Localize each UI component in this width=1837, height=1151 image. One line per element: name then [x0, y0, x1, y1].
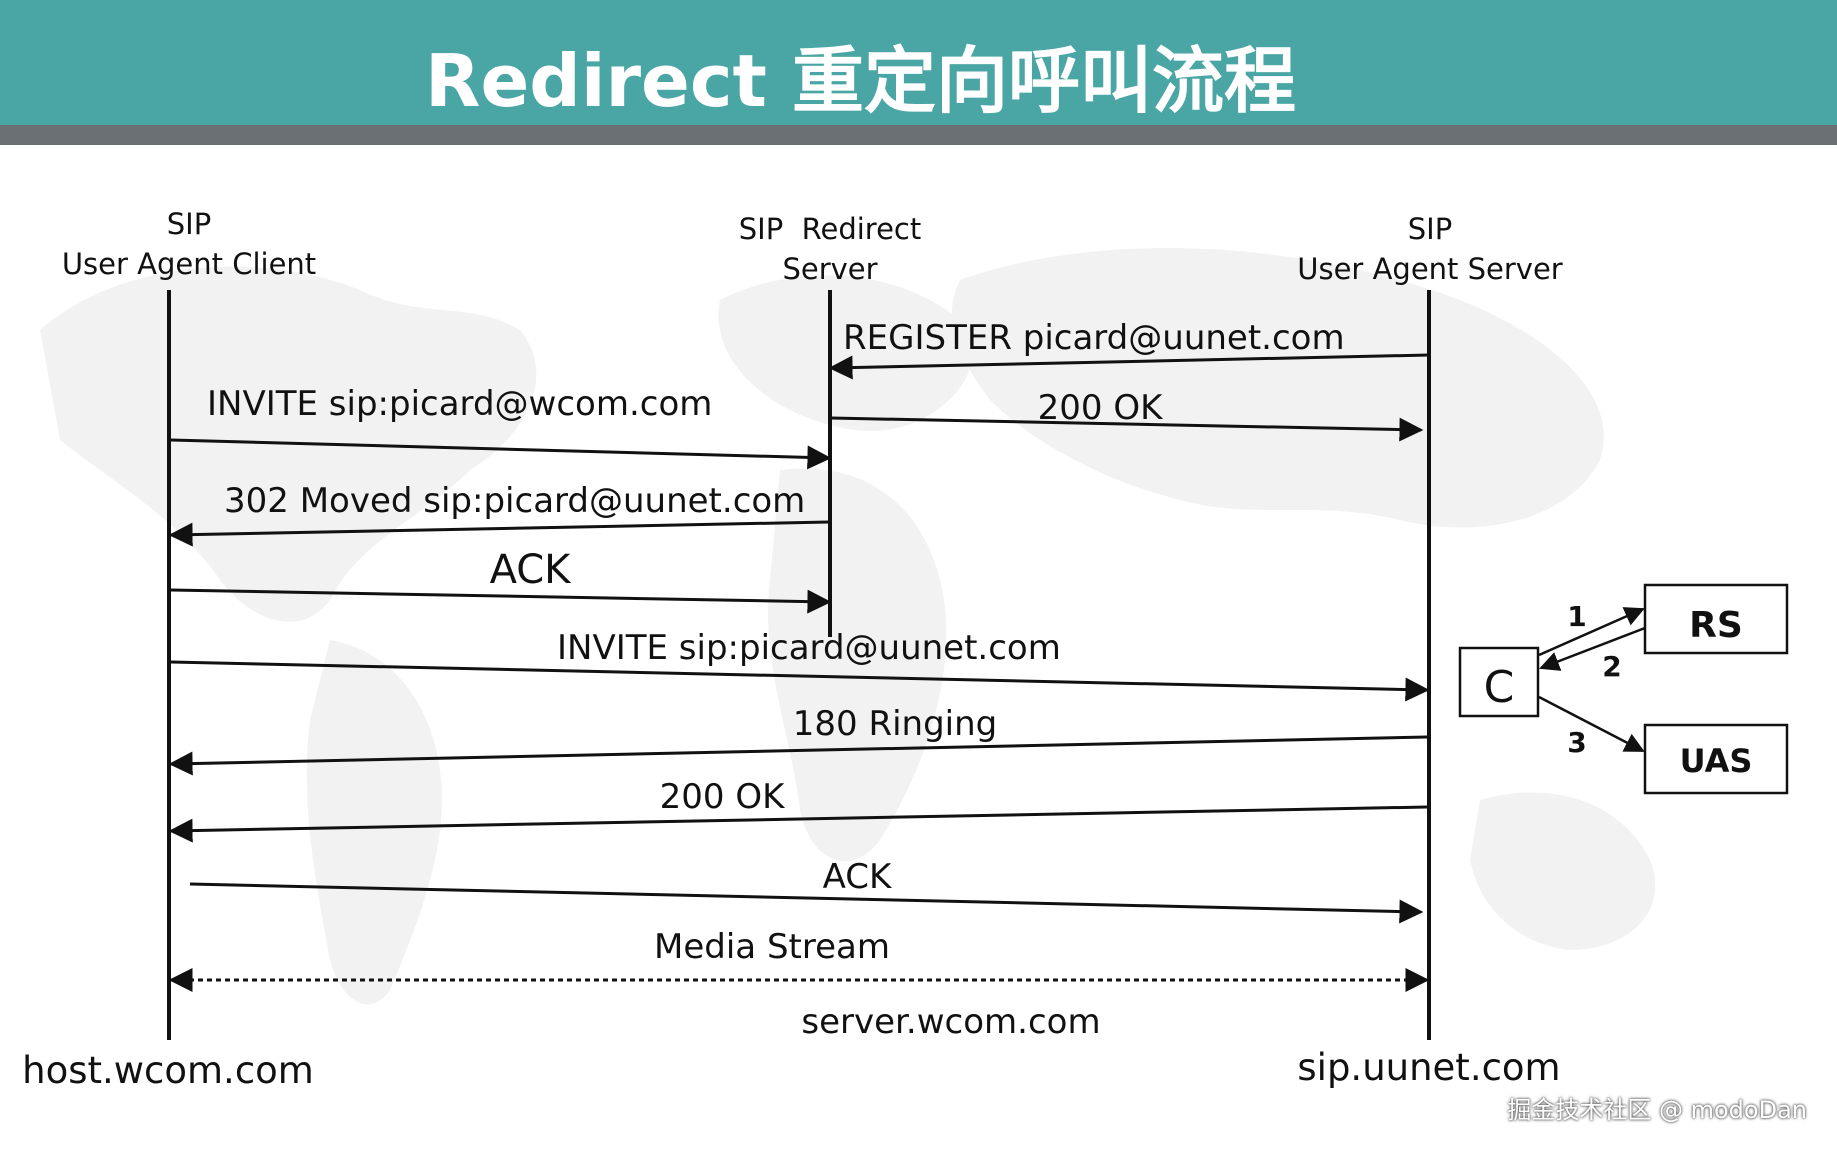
header-bar: [0, 0, 1837, 125]
ack-redirect-label: ACK: [490, 547, 573, 593]
inset-uas-label: UAS: [1680, 742, 1753, 780]
header-shadow: [0, 125, 1837, 145]
inset-step1-arrow: [1538, 607, 1645, 657]
uac-host-label: host.wcom.com: [22, 1049, 314, 1092]
register-ok-arrow: [830, 416, 1424, 442]
register-arrow: [828, 353, 1430, 380]
uac-label-line1: SIP: [167, 207, 211, 241]
register-ok-label: 200 OK: [1038, 388, 1164, 428]
moved-label: 302 Moved sip:picard@uunet.com: [224, 481, 805, 521]
inset-step3-arrow: [1538, 695, 1645, 753]
slide-title: Redirect 重定向呼叫流程: [425, 39, 1296, 123]
inset-client-label: C: [1484, 662, 1515, 713]
server-host-label: server.wcom.com: [801, 1002, 1100, 1042]
invite-wcom-arrow: [170, 438, 832, 470]
watermark: 掘金技术社区 @ modoDan: [1507, 1096, 1807, 1124]
ack-final-label: ACK: [823, 857, 893, 897]
redirect-label-line2: Server: [782, 252, 877, 286]
uas-label-line1: SIP: [1408, 212, 1452, 246]
inset-rs-label: RS: [1689, 605, 1743, 646]
uac-label-line2: User Agent Client: [62, 247, 316, 281]
uas-label-line2: User Agent Server: [1297, 252, 1563, 286]
uas-host-label: sip.uunet.com: [1297, 1046, 1560, 1089]
inset-rs-box: [1643, 583, 1789, 655]
inset-step1-label: 1: [1567, 600, 1586, 633]
ringing-arrow: [168, 735, 1428, 776]
ack-final-arrow: [189, 882, 1424, 924]
inset-step2-label: 2: [1602, 650, 1621, 683]
world-map-background: [40, 247, 1656, 1005]
inset-step2-arrow: [1539, 626, 1646, 671]
inset-step3-label: 3: [1567, 726, 1586, 759]
invite-wcom-label: INVITE sip:picard@wcom.com: [207, 384, 712, 424]
redirect-label-line1: SIP Redirect: [739, 212, 921, 246]
ok-final-arrow: [168, 805, 1428, 843]
invite-uunet-arrow: [170, 660, 1430, 702]
inset-uas-box: [1643, 723, 1789, 795]
media-stream-label: Media Stream: [654, 927, 890, 967]
moved-arrow: [168, 520, 830, 547]
ringing-label: 180 Ringing: [793, 704, 997, 744]
inset-client-box: [1458, 646, 1540, 718]
invite-uunet-label: INVITE sip:picard@uunet.com: [557, 628, 1061, 668]
ack-redirect-arrow: [170, 588, 832, 614]
register-label: REGISTER picard@uunet.com: [843, 318, 1345, 358]
ok-final-label: 200 OK: [660, 777, 786, 817]
